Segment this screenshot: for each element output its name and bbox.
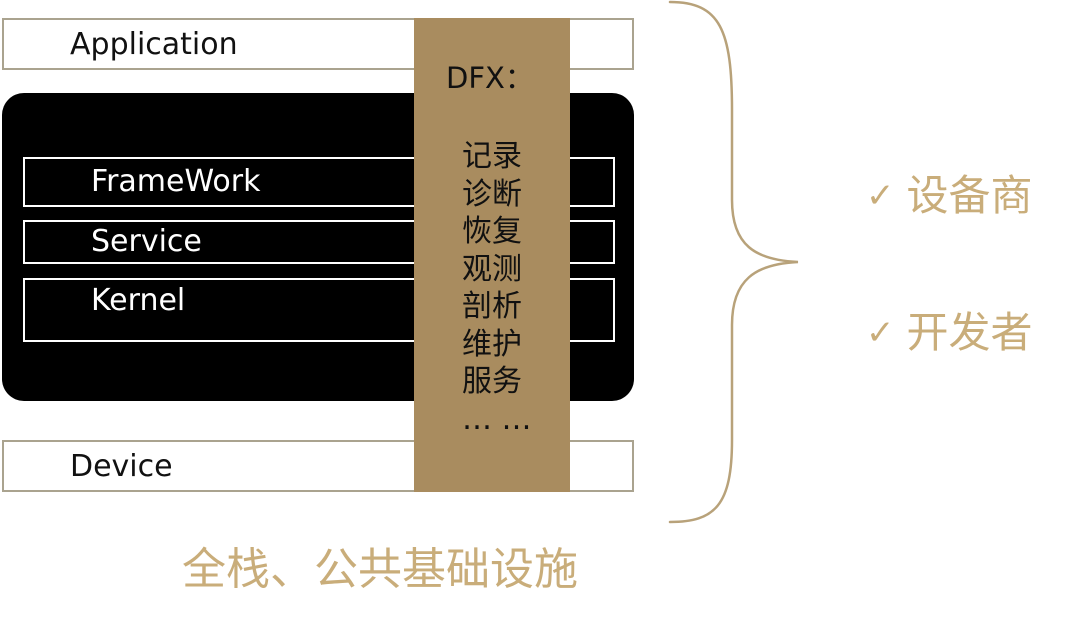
dfx-item: 诊断 — [462, 176, 522, 212]
kernel-label: Kernel — [91, 283, 186, 318]
dfx-item: 维护 — [462, 326, 522, 362]
dfx-column: DFX： 记录 诊断 恢复 观测 剖析 维护 服务 … … — [414, 18, 570, 492]
audience-developer: ✓开发者 — [866, 312, 1033, 354]
audience-label: 开发者 — [906, 308, 1033, 357]
dfx-title: DFX： — [446, 61, 534, 95]
dfx-item: 剖析 — [462, 289, 522, 324]
dfx-item: … … — [462, 401, 532, 437]
checkmark-icon: ✓ — [866, 176, 895, 216]
kernel-layer: Kernel — [23, 278, 615, 342]
dfx-capability-list: 记录 诊断 恢复 观测 剖析 维护 服务 … … — [462, 138, 532, 438]
audience-device-vendor: ✓设备商 — [866, 175, 1033, 217]
dfx-item: 恢复 — [462, 214, 522, 249]
checkmark-icon: ✓ — [866, 313, 895, 353]
framework-layer: FrameWork — [23, 157, 615, 207]
application-label: Application — [70, 27, 238, 62]
dfx-item: 观测 — [462, 251, 522, 287]
curly-brace-icon — [668, 0, 799, 524]
dfx-item: 记录 — [462, 139, 522, 174]
dfx-item: 服务 — [462, 364, 522, 399]
diagram-caption: 全栈、公共基础设施 — [182, 544, 578, 595]
service-layer: Service — [23, 220, 615, 264]
audience-label: 设备商 — [906, 171, 1033, 220]
device-label: Device — [70, 449, 173, 484]
service-label: Service — [91, 224, 202, 259]
framework-label: FrameWork — [91, 164, 261, 199]
